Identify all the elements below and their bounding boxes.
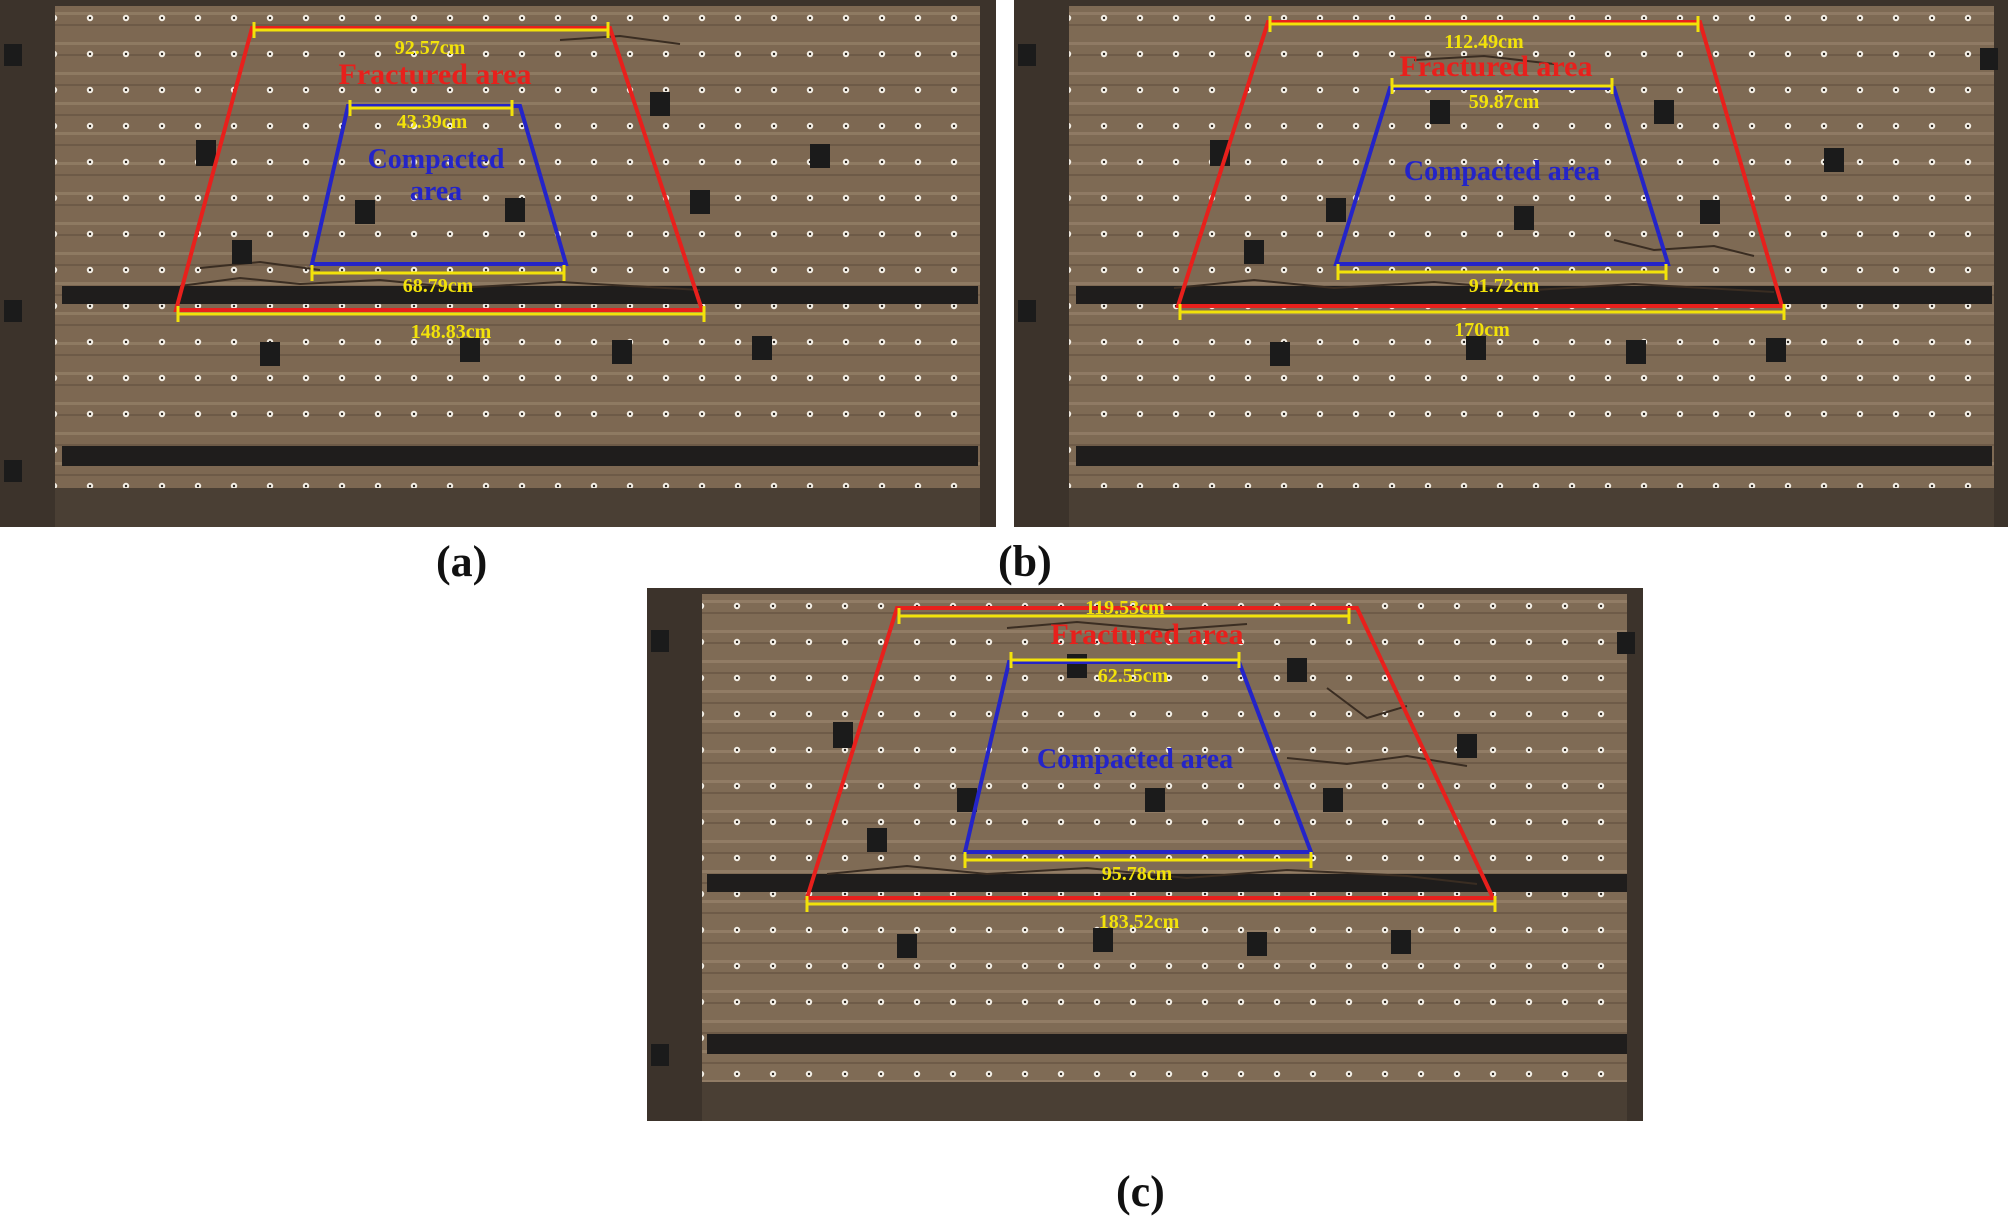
marker-dots xyxy=(55,6,980,506)
caption-b: (b) xyxy=(998,537,1052,586)
compacted-bottom-dimension: 91.72cm xyxy=(1469,275,1540,297)
compacted-area-outline xyxy=(309,104,569,266)
fractured-area-label: Fractured area xyxy=(339,58,532,91)
black-strip-lower xyxy=(707,1034,1627,1054)
panel-c-photo: 119.53cm Fractured area 62.55cm Compacte… xyxy=(647,588,1643,1121)
fractured-area-label: Fractured area xyxy=(1051,618,1244,651)
fractured-top-dimension: 92.57cm xyxy=(395,37,466,59)
caption-a: (a) xyxy=(436,537,488,586)
panel-b-svg: 112.49cm Fractured area 59.87cm Compacte… xyxy=(1014,0,2008,527)
target-markers xyxy=(651,630,1635,1066)
compacted-top-dimension: 59.87cm xyxy=(1469,91,1540,113)
fractured-area-label: Fractured area xyxy=(1400,50,1593,83)
panel-c-svg: 119.53cm Fractured area 62.55cm Compacte… xyxy=(647,588,1643,1121)
black-strip-upper xyxy=(707,874,1627,892)
caption-c: (c) xyxy=(1116,1167,1165,1216)
target-markers xyxy=(1018,44,1998,366)
compacted-area-label-line2: area xyxy=(410,176,462,207)
fractured-bottom-dimension: 148.83cm xyxy=(411,321,492,343)
compacted-area-outline xyxy=(1333,86,1671,266)
fractured-bottom-dimension: 183.52cm xyxy=(1099,911,1180,933)
compacted-bottom-dimension: 95.78cm xyxy=(1102,863,1173,885)
black-strip-upper xyxy=(62,286,978,304)
compacted-area-label-line1: Compacted xyxy=(368,144,505,175)
dimension-lines xyxy=(1178,16,1786,320)
compacted-area-label-line1: Compacted area xyxy=(1037,744,1233,775)
bottom-beam xyxy=(702,1082,1627,1121)
fractured-area-outline xyxy=(173,26,705,312)
dimension-lines xyxy=(176,22,706,322)
compacted-top-dimension: 43.39cm xyxy=(397,111,468,133)
fractured-bottom-dimension: 170cm xyxy=(1454,319,1510,341)
crack-lines xyxy=(179,34,701,291)
panel-a-photo: 92.57cm Fractured area 43.39cm Compacted… xyxy=(0,0,996,527)
dimension-lines xyxy=(805,608,1497,912)
fractured-area-outline xyxy=(1175,20,1785,308)
fractured-top-dimension: 119.53cm xyxy=(1085,597,1165,619)
target-markers xyxy=(4,44,830,482)
crack-lines xyxy=(826,620,1478,885)
panel-a-svg: 92.57cm Fractured area 43.39cm Compacted… xyxy=(0,0,996,527)
crack-lines xyxy=(1173,54,1775,293)
marker-dots xyxy=(702,594,1627,1100)
compacted-top-dimension: 62.55cm xyxy=(1098,665,1169,687)
fractured-top-dimension: 112.49cm xyxy=(1444,31,1524,53)
panel-b-photo: 112.49cm Fractured area 59.87cm Compacte… xyxy=(1014,0,2008,527)
bottom-beam xyxy=(1069,488,1994,527)
compacted-area-label-line1: Compacted area xyxy=(1404,156,1600,187)
bottom-beam xyxy=(55,488,980,527)
black-strip-lower xyxy=(62,446,978,466)
black-strip-lower xyxy=(1076,446,1992,466)
fractured-area-outline xyxy=(804,606,1497,900)
compacted-bottom-dimension: 68.79cm xyxy=(403,275,474,297)
